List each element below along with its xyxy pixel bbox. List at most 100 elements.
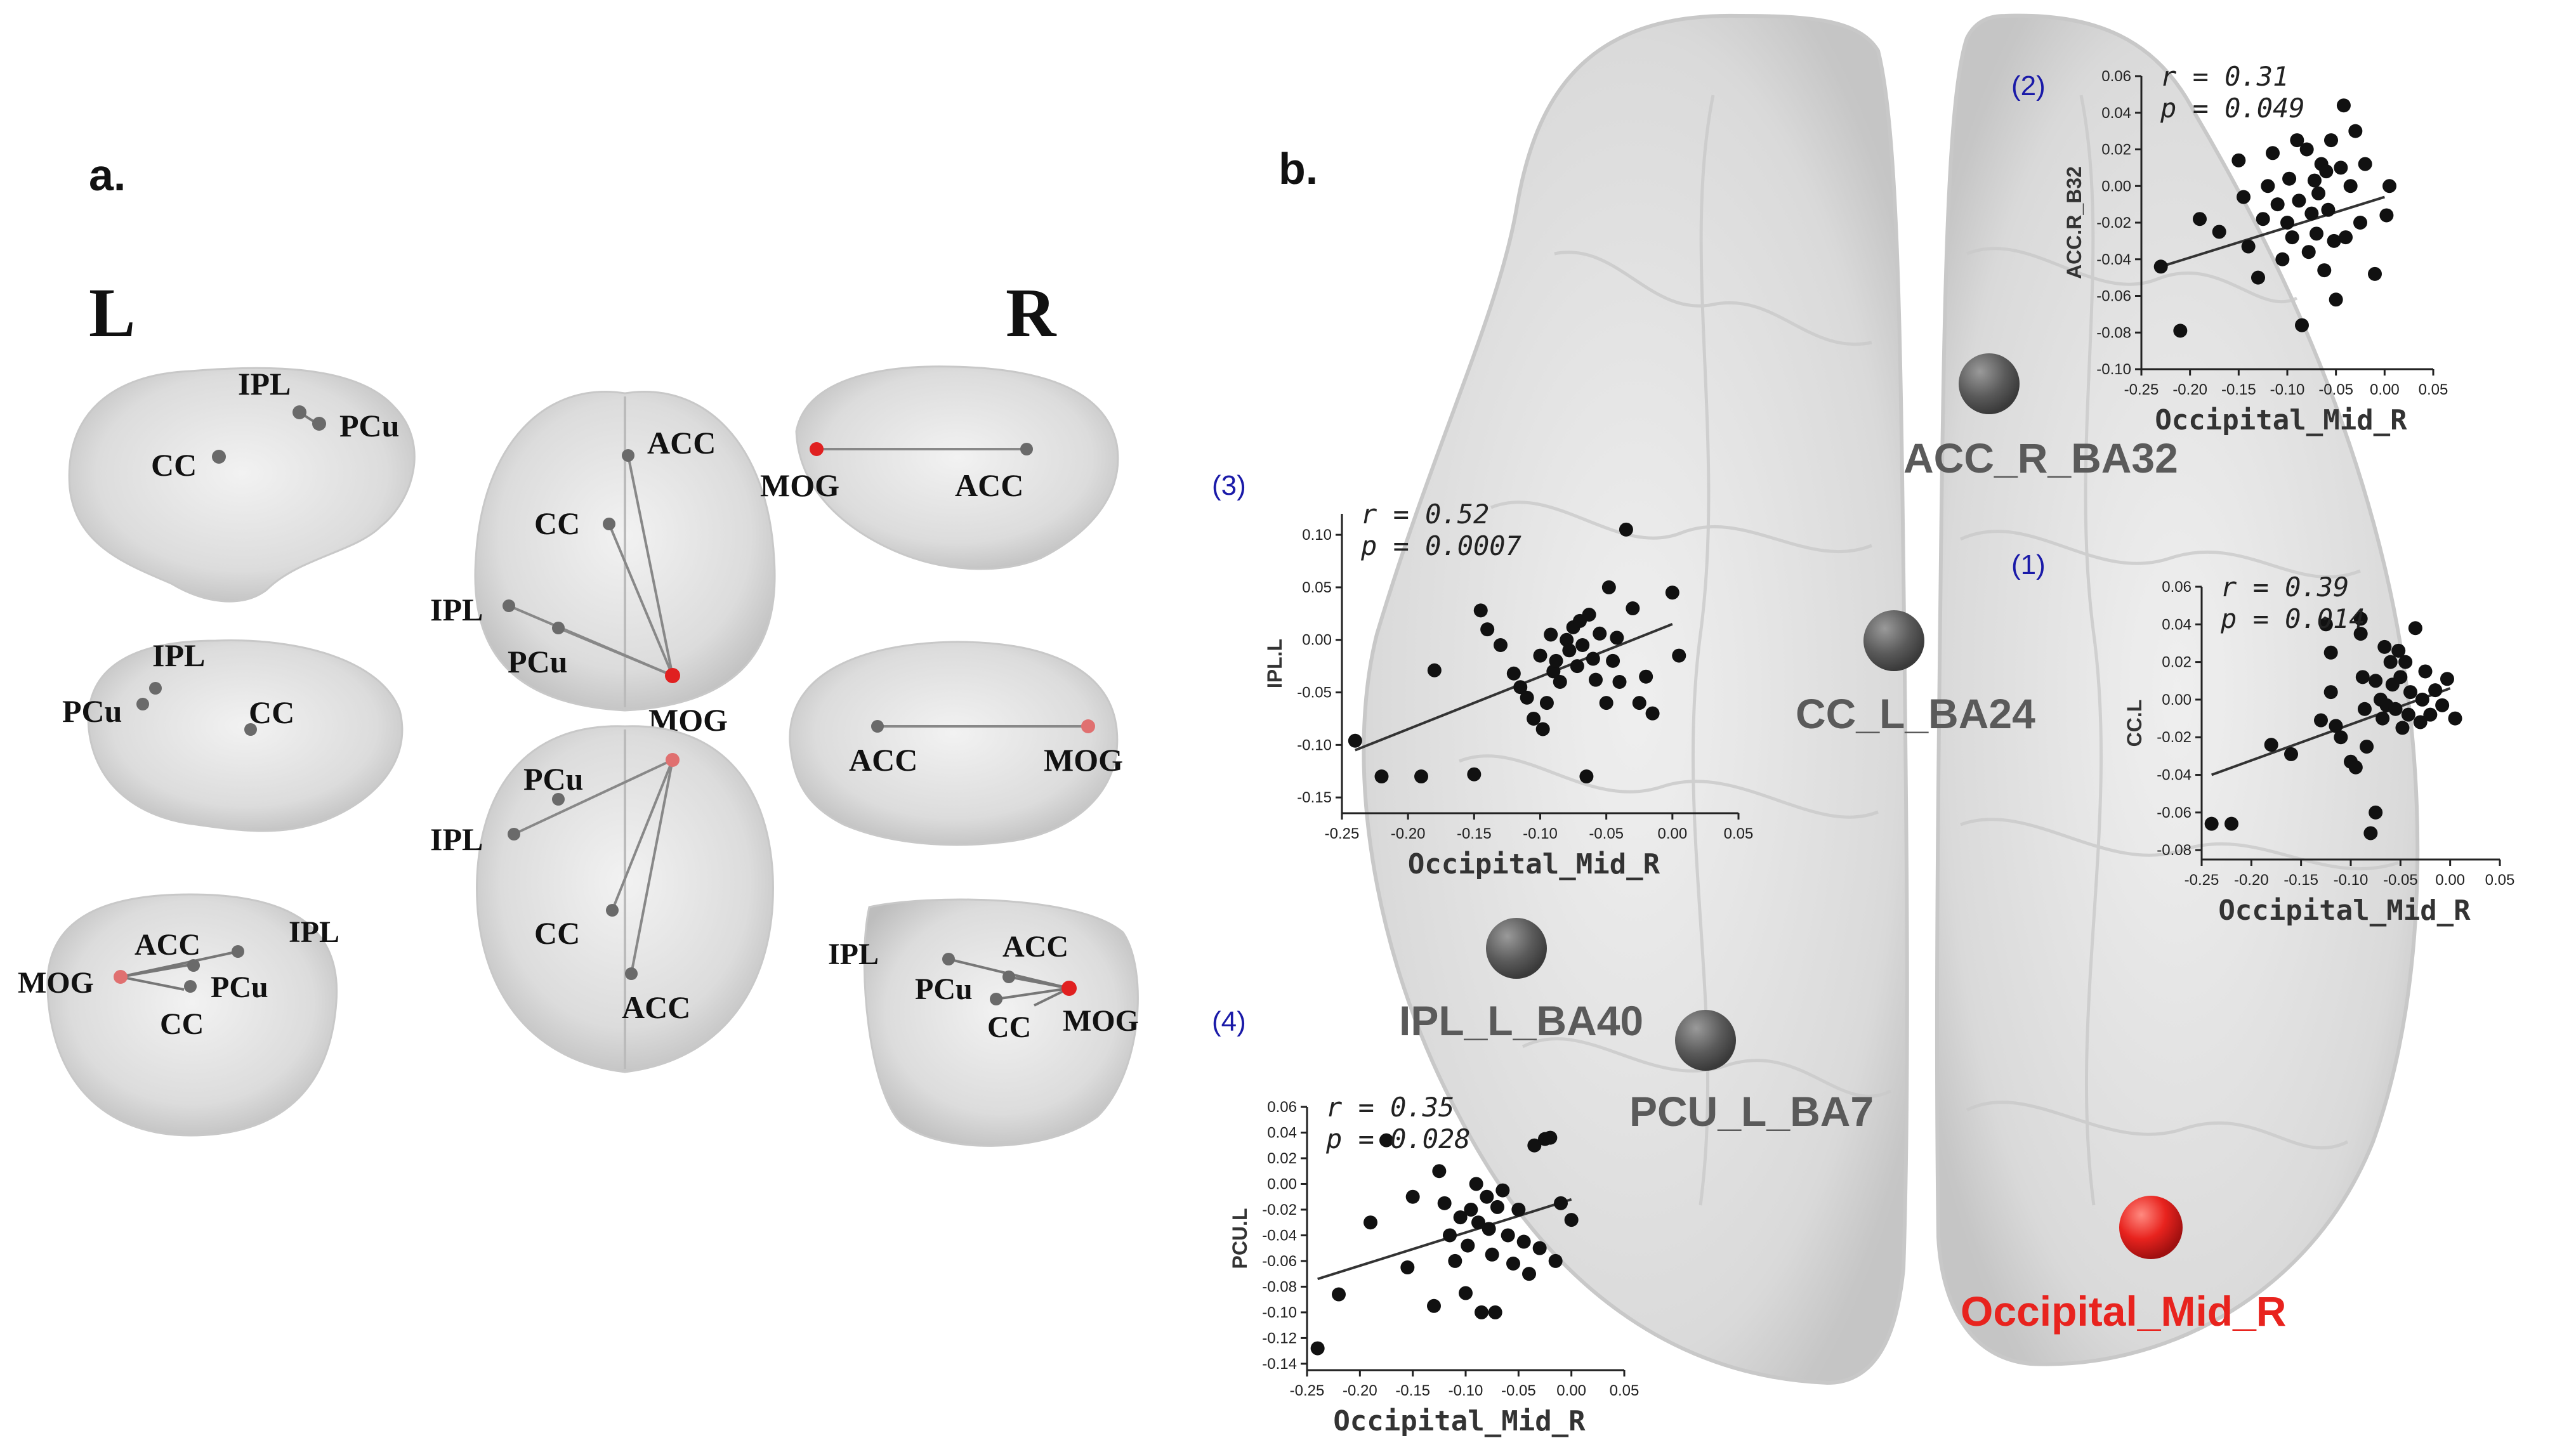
y-tick-label: 0.04: [1267, 1124, 1297, 1141]
data-point: [2339, 230, 2353, 245]
label-acc: ACC: [1002, 930, 1068, 964]
node-pcu: [184, 980, 197, 993]
node-cc: [212, 450, 226, 464]
data-point: [1606, 653, 1620, 668]
y-tick-label: -0.06: [2096, 288, 2131, 305]
data-point: [2448, 711, 2462, 726]
data-point: [2334, 730, 2348, 745]
panel-a: a. L R IPL PCu CC IPL PCu CC: [18, 150, 1139, 1147]
data-point: [2266, 146, 2280, 160]
data-point: [1414, 769, 1428, 784]
data-point: [1516, 1234, 1531, 1249]
x-tick-label: 0.05: [2485, 872, 2515, 889]
label-cc: CC: [534, 915, 580, 951]
data-point: [1532, 1241, 1547, 1255]
data-point: [2415, 692, 2429, 707]
data-point: [1520, 690, 1534, 705]
label-mog: MOG: [760, 468, 839, 503]
data-point: [2251, 270, 2265, 285]
data-point: [2369, 805, 2383, 820]
y-tick-label: -0.06: [1262, 1253, 1297, 1270]
data-point: [2324, 133, 2338, 148]
data-point: [2204, 816, 2219, 831]
data-point: [1601, 580, 1616, 594]
x-tick-label: -0.05: [1589, 825, 1624, 842]
x-tick-label: 0.05: [1610, 1382, 1640, 1399]
node-cc: [244, 723, 257, 736]
y-tick-label: 0.10: [1302, 526, 1332, 544]
data-point: [2292, 193, 2306, 208]
node-ipl: [292, 405, 306, 419]
plot-index-label: (1): [2011, 549, 2046, 580]
data-point: [1575, 638, 1590, 653]
node-acc: [1002, 971, 1015, 983]
node-ipl: [942, 953, 955, 965]
y-tick-label: -0.10: [1262, 1304, 1297, 1321]
data-point: [2295, 318, 2309, 332]
label-cc: CC: [534, 506, 580, 541]
label-mog: MOG: [1044, 742, 1123, 778]
data-point: [2153, 259, 2168, 274]
x-tick-label: -0.25: [1325, 825, 1360, 842]
y-axis-label: IPL.L: [1263, 639, 1286, 688]
data-point: [2368, 266, 2382, 281]
data-point: [2261, 179, 2275, 193]
node-acc: [1020, 443, 1033, 455]
label-mog: MOG: [18, 966, 94, 1000]
label-ipl: IPL: [828, 938, 879, 971]
label-pcu: PCu: [915, 972, 973, 1006]
data-point: [2369, 674, 2383, 688]
x-tick-label: 0.05: [1724, 825, 1754, 842]
x-tick-label: -0.20: [1391, 825, 1426, 842]
data-point: [2241, 239, 2256, 254]
data-point: [1553, 674, 1567, 689]
x-axis-label: Occipital_Mid_R: [2218, 894, 2471, 927]
plot-index-label: (3): [1212, 470, 1246, 501]
data-point: [1432, 1164, 1447, 1179]
x-tick-label: 0.00: [1556, 1382, 1586, 1399]
data-point: [1427, 1298, 1441, 1313]
x-tick-label: -0.25: [2185, 872, 2219, 889]
side-left-label: L: [89, 274, 135, 351]
data-point: [1589, 672, 1603, 687]
label-ipl: IPL: [238, 366, 291, 402]
data-point: [2348, 124, 2363, 138]
data-point: [1485, 1247, 1499, 1262]
data-point: [1506, 1256, 1520, 1271]
data-point: [1461, 1238, 1475, 1253]
data-point: [2317, 263, 2332, 278]
x-tick-label: 0.00: [2435, 872, 2465, 889]
label-acc: ACC: [622, 990, 690, 1025]
data-point: [1610, 631, 1624, 645]
label-pcu: PCu: [523, 761, 583, 797]
data-point: [1539, 696, 1554, 710]
data-point: [2310, 226, 2323, 241]
data-point: [2376, 711, 2390, 726]
fit-line: [2160, 195, 2385, 268]
panel-b-label: b.: [1278, 144, 1318, 193]
data-point: [1645, 706, 1660, 721]
data-point: [2314, 713, 2328, 728]
brain-left-lateral: IPL PCu CC: [68, 366, 416, 603]
node-pcu: [312, 417, 326, 431]
data-point: [2353, 611, 2368, 626]
data-point: [2329, 719, 2343, 733]
node-mog: [665, 668, 680, 683]
x-axis-label: Occipital_Mid_R: [1333, 1405, 1586, 1437]
node-cc: [603, 518, 615, 530]
region-ipl-label: IPL_L_BA40: [1399, 997, 1643, 1044]
data-point: [1599, 696, 1613, 710]
node-pcu: [552, 622, 565, 634]
y-tick-label: -0.10: [1297, 736, 1332, 754]
brain-right-lateral: MOG ACC: [760, 365, 1119, 570]
region-mog-sphere: [2119, 1196, 2183, 1259]
data-point: [1405, 1189, 1420, 1204]
brain-posterior-left: ACC IPL MOG PCu CC: [18, 893, 339, 1137]
data-point: [2299, 142, 2314, 157]
data-point: [2334, 160, 2348, 175]
x-tick-label: -0.10: [2334, 872, 2369, 889]
side-right-label: R: [1006, 274, 1057, 351]
data-point: [2290, 133, 2304, 148]
y-tick-label: -0.14: [1262, 1356, 1297, 1373]
